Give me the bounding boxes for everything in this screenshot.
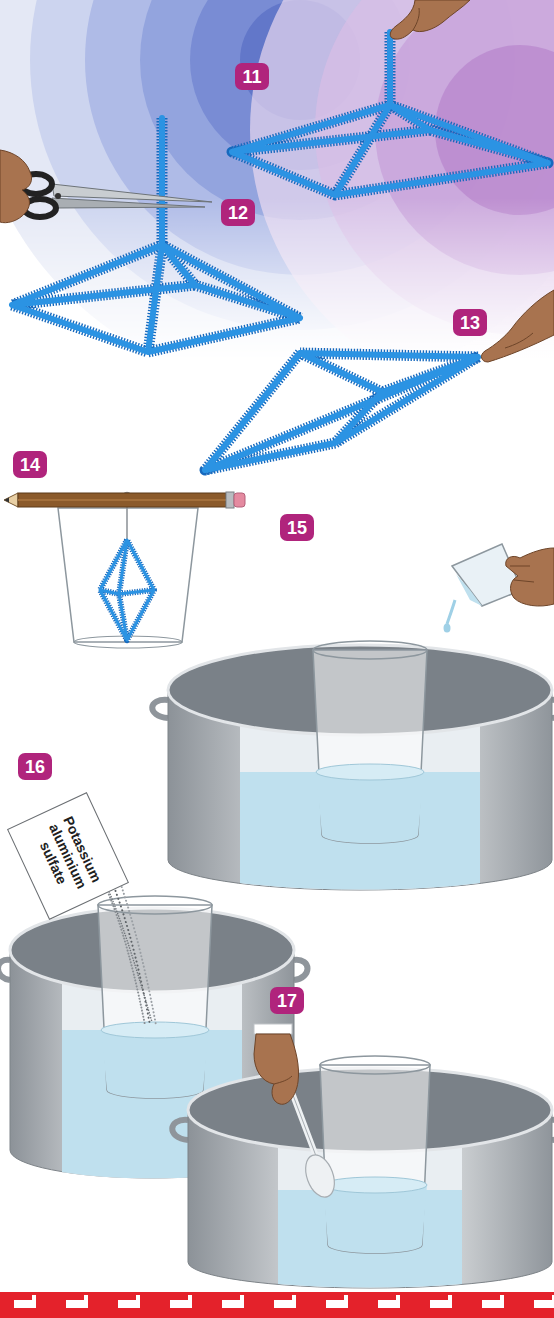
chemical-packet: Potassium aluminium sulfate: [7, 792, 129, 920]
pencil-body: [18, 493, 226, 507]
hand: [0, 150, 32, 223]
glass: [58, 508, 198, 648]
cooking-pot: [152, 645, 554, 890]
glass: [98, 896, 212, 1098]
callout-text: 15: [287, 518, 307, 538]
pot-handle: [172, 1120, 188, 1140]
pot-handle: [294, 960, 308, 980]
water-drop: [444, 624, 451, 633]
crystal-dots: [108, 872, 150, 1025]
pipe-cleaner-core: [100, 540, 154, 640]
finger-line: [505, 333, 533, 348]
pipe-cleaner-core: [205, 353, 478, 470]
callout-number: 12: [221, 199, 255, 226]
scissor-pivot: [55, 193, 61, 199]
water-pour: [447, 600, 455, 624]
bottom-strip: [0, 1292, 554, 1318]
pipe-cleaner-fuzz: [100, 540, 154, 640]
pipe-cleaner-octahedron: [100, 540, 154, 640]
glass-body: [58, 508, 198, 642]
finger-line: [274, 1076, 292, 1084]
callout-number: 14: [13, 451, 47, 478]
hand: [390, 0, 470, 39]
glass: [320, 1056, 430, 1253]
scissors: [20, 174, 212, 217]
pipe-cleaner-pyramid: [232, 32, 548, 195]
callout-text: 16: [25, 757, 45, 777]
crystal-dots: [104, 880, 152, 1022]
pipe-cleaner-pyramid: [205, 353, 478, 470]
pencil-lead: [4, 498, 9, 503]
pencil-facet: [18, 499, 226, 501]
hand-shape: [506, 548, 554, 606]
pipe-cleaner-core: [12, 118, 300, 352]
spoon: [288, 1082, 340, 1201]
hand-shape: [481, 290, 554, 362]
callout-number: 13: [453, 309, 487, 336]
cup-water: [456, 574, 482, 606]
glass-body: [320, 1065, 430, 1253]
water-surface: [316, 764, 424, 780]
water-surface: [323, 1177, 427, 1193]
callout-text: 14: [20, 455, 40, 475]
callout-text: 17: [277, 991, 297, 1011]
crystal-dots: [116, 870, 156, 1025]
scissor-blade: [52, 198, 205, 208]
callout-number: 17: [270, 987, 304, 1014]
callout-text: 12: [228, 203, 248, 223]
cup-body: [452, 544, 522, 606]
pot-handle: [0, 960, 10, 980]
glass: [313, 641, 427, 843]
crystal-dots: [100, 875, 145, 1025]
hand: [506, 548, 554, 606]
pipe-cleaner-fuzz: [232, 32, 548, 195]
finger-line: [413, 8, 419, 30]
background-rings: [0, 0, 554, 400]
pipe-cleaner-core: [232, 32, 548, 195]
glass-rim: [313, 641, 427, 659]
glass-water: [101, 1030, 209, 1098]
pipe-cleaner-pyramid: [12, 118, 300, 352]
glass-water: [323, 1185, 427, 1253]
crystal-stream: [100, 870, 156, 1025]
ring: [250, 0, 554, 400]
spoon-bowl: [300, 1151, 339, 1201]
hand-shape: [390, 0, 470, 39]
glass-body: [313, 650, 427, 843]
strip-notches: [14, 1295, 554, 1308]
pencil-ferrule: [226, 492, 234, 508]
pencil: [4, 492, 245, 508]
glass-water: [316, 772, 424, 843]
callout-number: 11: [235, 63, 268, 90]
hand: [254, 1024, 299, 1104]
pencil-eraser: [234, 493, 245, 507]
pencil-tip: [4, 493, 18, 507]
hand-shape: [254, 1034, 299, 1104]
callout-text: 11: [242, 67, 261, 87]
pot-water: [240, 772, 480, 890]
sleeve-cuff: [254, 1024, 292, 1034]
glass-rim: [320, 1056, 430, 1074]
hand-shape: [0, 150, 32, 223]
callout-number: 16: [18, 753, 52, 780]
water-surface: [101, 1022, 209, 1038]
callout-number: 15: [280, 514, 314, 541]
pot-handle: [152, 700, 168, 718]
thread: [126, 506, 128, 540]
finger-line: [510, 566, 534, 582]
pipe-cleaner-fuzz: [12, 118, 300, 352]
hand: [481, 290, 554, 362]
pipe-cleaner-fuzz: [205, 353, 478, 470]
callout-text: 13: [460, 313, 480, 333]
glass-body: [98, 905, 212, 1098]
packet-label: Potassium aluminium sulfate: [29, 809, 107, 904]
